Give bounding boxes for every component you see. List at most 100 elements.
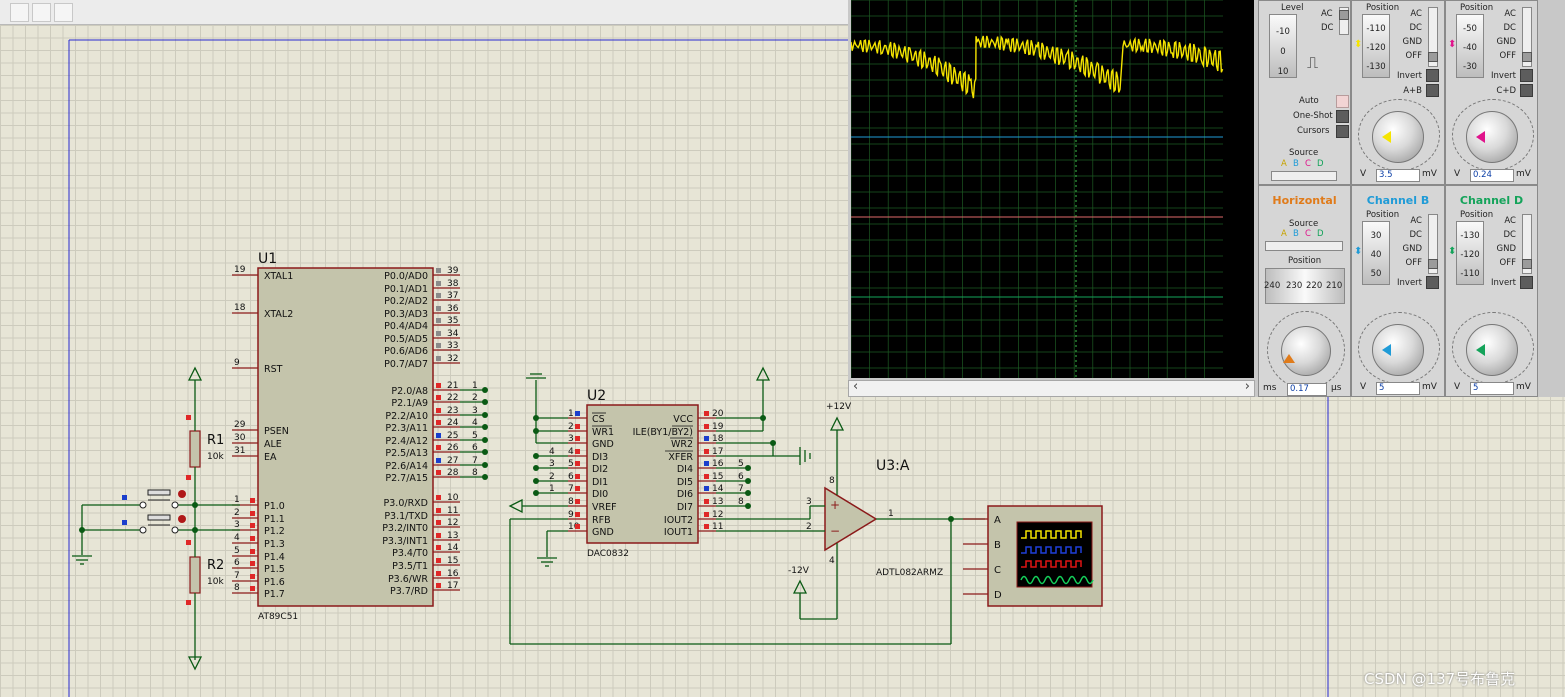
power-terminal[interactable] (829, 416, 845, 431)
u1-pin-name: P1.0 (264, 501, 285, 512)
unit-label: mV (1516, 382, 1531, 392)
scope-screen[interactable] (851, 0, 1254, 378)
invert-button[interactable] (1426, 69, 1439, 82)
one-shot-label: One-Shot (1293, 111, 1333, 121)
wire-junction (745, 490, 751, 496)
pin-state-dot (250, 498, 255, 503)
ground-terminal[interactable] (799, 447, 811, 465)
timebase-pointer-icon (1283, 354, 1295, 363)
channel_b-title: Channel B (1366, 194, 1430, 207)
scroll-left-icon[interactable]: ‹ (853, 379, 859, 394)
invert-button[interactable] (1520, 276, 1533, 289)
volts-dial[interactable] (1372, 324, 1424, 376)
volts-dial[interactable] (1466, 111, 1518, 163)
combine-button[interactable] (1426, 84, 1439, 97)
power-terminal[interactable] (755, 366, 771, 381)
power-terminal[interactable] (187, 656, 203, 671)
position-slider[interactable]: -50 -40 -30 (1456, 14, 1484, 78)
position-slider[interactable]: 30 40 50 (1362, 221, 1390, 285)
u1-part: AT89C51 (258, 612, 298, 622)
scroll-right-icon[interactable]: › (1244, 379, 1250, 394)
coupling-switch[interactable] (1522, 7, 1532, 67)
volts-pointer-icon (1382, 344, 1391, 356)
combine-label: A+B (1403, 86, 1422, 96)
coupling-label: GND (1496, 37, 1517, 47)
u1-pin-number: 22 (447, 393, 458, 403)
power-terminal[interactable] (187, 366, 203, 381)
u1-pin-number: 26 (447, 443, 459, 453)
power-terminal[interactable] (792, 579, 808, 594)
ground-terminal[interactable] (72, 555, 92, 565)
timebase-readout[interactable]: 0.17 (1287, 383, 1327, 396)
u1-pin-name: XTAL2 (264, 309, 293, 320)
pushbutton-1[interactable] (139, 489, 179, 509)
u1-pin-name: P0.4/AD4 (384, 321, 428, 332)
u2-pin-number: 18 (712, 434, 724, 444)
position-slider[interactable]: -110 -120 -130 (1362, 14, 1390, 78)
position-slider[interactable]: -130 -120 -110 (1456, 221, 1484, 285)
toolbar-button[interactable] (54, 3, 73, 22)
pushbutton-2[interactable] (139, 514, 179, 534)
coupling-switch[interactable] (1522, 214, 1532, 274)
source-b: B (1293, 159, 1299, 169)
source-slider[interactable] (1271, 171, 1337, 181)
level-slider[interactable]: -10 0 10 (1269, 14, 1297, 78)
r-network-wires (81, 380, 240, 660)
r1-resistor[interactable] (189, 430, 201, 468)
pin-state-dot (436, 293, 441, 298)
volts-dial[interactable] (1372, 111, 1424, 163)
ground-terminal[interactable] (537, 557, 557, 567)
volts-readout[interactable]: 0.24 (1470, 169, 1514, 182)
volts-pointer-icon (1476, 344, 1485, 356)
u2-pin-number: 7 (568, 484, 574, 494)
coupling-switch[interactable] (1428, 7, 1438, 67)
oscilloscope-window[interactable]: ‹ › Level -10 0 10 AC DC ⎍ Auto One-Shot… (848, 0, 1565, 397)
horizontal-position-slider[interactable]: 240 230 220 210 (1264, 268, 1345, 304)
invert-label: Invert (1491, 278, 1516, 288)
timebase-dial[interactable] (1281, 326, 1331, 376)
u2-pin-name: CS (592, 414, 605, 425)
u1-pin-name: P3.5/T1 (392, 561, 428, 572)
coupling-switch[interactable] (1428, 214, 1438, 274)
scope-scrollbar[interactable]: ‹ › (848, 379, 1255, 397)
u1-ref: U1 (258, 251, 277, 267)
cursors-button[interactable] (1336, 125, 1349, 138)
one-shot-button[interactable] (1336, 110, 1349, 123)
power-terminal[interactable] (508, 498, 523, 514)
toolbar-button[interactable] (10, 3, 29, 22)
volts-readout[interactable]: 5 (1470, 382, 1514, 395)
coupling-switch[interactable] (1339, 7, 1349, 35)
scope-preview (1016, 521, 1093, 588)
volts-readout[interactable]: 5 (1376, 382, 1420, 395)
toolbar-button[interactable] (32, 3, 51, 22)
u1-pin-number: 16 (447, 569, 459, 579)
combine-button[interactable] (1520, 84, 1533, 97)
source-slider[interactable] (1265, 241, 1343, 251)
r2-resistor[interactable] (189, 556, 201, 594)
u1-pin-name: P2.1/A9 (391, 398, 428, 409)
pin-state-dot (122, 495, 127, 500)
pin-state-dot (250, 561, 255, 566)
u2-pin-name: VCC (673, 414, 693, 425)
u2-pin-number: 19 (712, 422, 724, 432)
u2-pin-number: 12 (712, 510, 723, 520)
pin-state-dot (704, 436, 709, 441)
coupling-label: DC (1503, 230, 1516, 240)
u3-opamp[interactable] (824, 486, 878, 552)
ground-terminal[interactable] (526, 373, 546, 379)
auto-button[interactable] (1336, 95, 1349, 108)
volts-readout[interactable]: 3.5 (1376, 169, 1420, 182)
u1-pin-name: P1.4 (264, 552, 285, 563)
position-arrow-icon: ⬍ (1448, 246, 1457, 257)
u2-body[interactable] (586, 404, 699, 544)
u1-pin-name: P3.3/INT1 (382, 536, 428, 547)
u1-pin-name: P3.0/RXD (384, 498, 428, 509)
pin-state-dot (436, 545, 441, 550)
invert-button[interactable] (1520, 69, 1533, 82)
u1-pin-number: 38 (447, 279, 459, 289)
pin-state-dot (575, 424, 580, 429)
volts-dial[interactable] (1466, 324, 1518, 376)
u1-body[interactable] (257, 267, 434, 607)
invert-button[interactable] (1426, 276, 1439, 289)
coupling-label: OFF (1499, 258, 1516, 268)
